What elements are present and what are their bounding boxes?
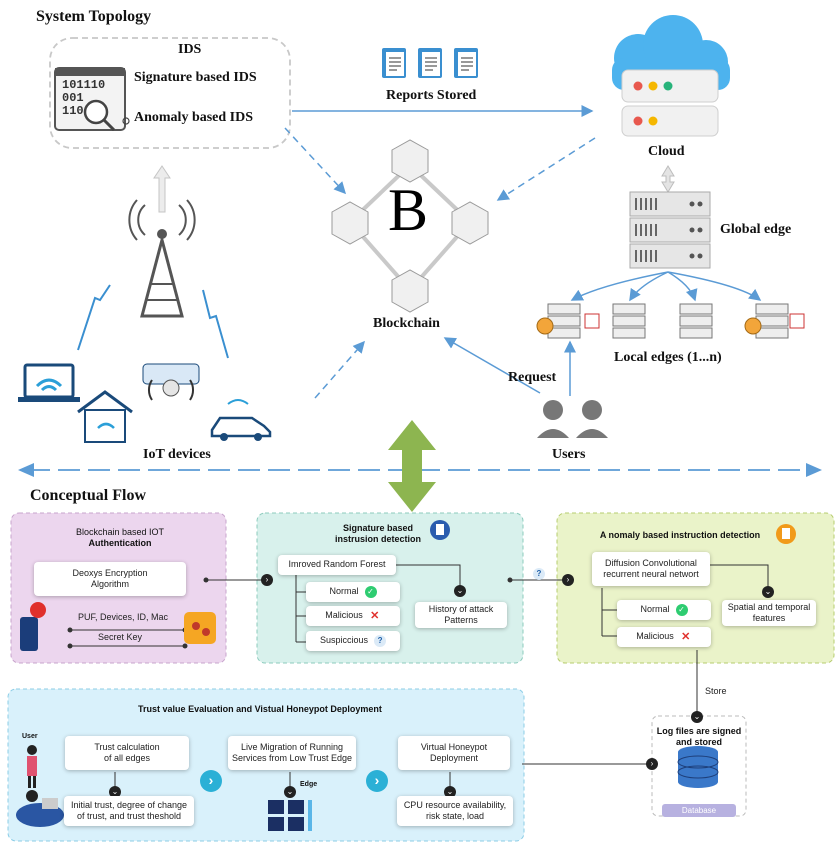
trust-title: Trust value Evaluation and Vistual Honey… xyxy=(138,704,382,714)
binary-line-1: 101110 xyxy=(62,78,106,92)
random-forest-card: Imroved Random Forest xyxy=(278,555,396,575)
edge-label: Edge xyxy=(300,781,318,788)
blockchain-network-icon xyxy=(331,139,489,313)
ids-binary-text: 101110 001 110 xyxy=(62,79,105,118)
user-figure-icon xyxy=(27,745,37,788)
signature-tree-lines xyxy=(295,564,461,643)
edge-server-stack-icon xyxy=(268,800,312,831)
cloud-server-icon xyxy=(612,15,730,137)
signature-normal-card: Normal ✓ xyxy=(306,582,400,602)
honeypot-jar-icons xyxy=(536,313,805,335)
puf-label: PUF, Devices, ID, Mac xyxy=(78,612,169,622)
database-icon xyxy=(662,746,736,817)
users-label: Users xyxy=(552,447,586,462)
cross-icon: ✕ xyxy=(370,610,380,622)
signature-suspicious-label: Suspiccious xyxy=(319,635,369,646)
features-chevron-icon: ⌄ xyxy=(762,586,774,598)
live-migration-card: Live Migration of Running Services from … xyxy=(228,736,356,770)
trust-next-chevron-icon[interactable]: › xyxy=(200,770,222,792)
ids-anomaly-label: Anomaly based IDS xyxy=(134,110,254,125)
system-topology-title: System Topology xyxy=(36,8,152,25)
local-edges-label: Local edges (1...n) xyxy=(614,350,722,365)
initial-trust-card: Initial trust, degree of change of trust… xyxy=(64,796,194,826)
anomaly-title: A nomaly based instruction detection xyxy=(599,530,761,540)
reports-doc-icons xyxy=(382,48,478,78)
iot-to-blockchain-arrow xyxy=(314,340,365,399)
global-edge-label: Global edge xyxy=(720,222,792,237)
ids-monitor-icon xyxy=(54,67,130,132)
anomaly-doc-icon xyxy=(776,524,796,544)
signature-malicious-card: Malicious ✕ xyxy=(306,606,400,626)
separator-right-arrowhead xyxy=(806,463,822,477)
users-icon xyxy=(537,400,608,438)
trust-log-chevron-icon: › xyxy=(646,758,658,770)
store-label: Store xyxy=(705,686,727,696)
users-to-blockchain-arrow xyxy=(443,337,541,394)
laptop-icon xyxy=(18,363,80,402)
request-label: Request xyxy=(508,370,557,385)
binary-line-2: 001 xyxy=(62,91,84,105)
secret-key-label: Secret Key xyxy=(98,632,143,642)
anomaly-malicious-label: Malicious xyxy=(636,631,674,642)
separator-left-arrowhead xyxy=(18,463,34,477)
trust-calc-card: Trust calculation of all edges xyxy=(65,736,189,770)
smoke-sensor-icon xyxy=(142,363,200,401)
question-icon: ? xyxy=(374,635,387,647)
history-card: History of attack Patterns xyxy=(415,602,507,628)
user-label: User xyxy=(22,733,38,740)
cloud-label: Cloud xyxy=(648,144,685,159)
anomaly-normal-card: Normal ✓ xyxy=(617,600,711,620)
smart-home-icon xyxy=(77,390,133,443)
cloud-global-double-arrow xyxy=(661,165,675,193)
honeypot-chevron-icon: ⌄ xyxy=(444,786,456,798)
binary-line-3: 110 xyxy=(62,104,84,118)
auth-title-line1: Blockchain based IOT xyxy=(75,527,165,537)
check-icon: ✓ xyxy=(364,586,377,598)
auth-signature-chevron-icon: › xyxy=(261,574,273,586)
blockchain-letter: B xyxy=(388,177,429,243)
signature-malicious-label: Malicious xyxy=(325,610,363,621)
trust-calc-chevron-icon: ⌄ xyxy=(109,786,121,798)
blockchain-label: Blockchain xyxy=(373,316,440,331)
cloud-to-blockchain-arrow xyxy=(496,137,596,201)
migration-next-chevron-icon[interactable]: › xyxy=(366,770,388,792)
cell-tower-icon xyxy=(77,165,229,359)
user-laptop-icon xyxy=(16,790,64,827)
local-edge-servers xyxy=(547,303,789,339)
check-icon: ✓ xyxy=(675,604,688,616)
topology-flow-double-arrow xyxy=(388,420,436,512)
dcrnn-card: Diffusion Convolutional recurrent neural… xyxy=(592,552,710,586)
store-chevron-icon: ⌄ xyxy=(691,711,703,723)
features-card: Spatial and temporal features xyxy=(722,600,816,626)
global-to-local-arrows xyxy=(570,271,762,302)
conceptual-flow-title: Conceptual Flow xyxy=(30,487,146,504)
ids-title: IDS xyxy=(178,42,202,57)
signature-doc-icon xyxy=(430,520,450,540)
signature-title: Signature based instrusion detection xyxy=(334,523,421,545)
ids-to-blockchain-arrow xyxy=(284,127,347,195)
database-label: Database xyxy=(681,806,717,815)
anomaly-normal-label: Normal xyxy=(640,604,670,615)
signature-normal-label: Normal xyxy=(329,586,359,597)
cpu-card: CPU resource availability, risk state, l… xyxy=(397,796,513,826)
history-chevron-icon: ⌄ xyxy=(454,585,466,597)
deoxys-card: Deoxys Encryption Algorithm xyxy=(34,562,186,596)
flow-question-icon: ? xyxy=(533,568,545,580)
anomaly-malicious-card: Malicious ✕ xyxy=(617,627,711,647)
iot-devices-label: IoT devices xyxy=(143,447,211,462)
auth-title-line2: Authentication xyxy=(88,538,152,548)
honeypot-card: Virtual Honeypot Deployment xyxy=(398,736,510,770)
signature-anomaly-chevron-icon: › xyxy=(562,574,574,586)
anomaly-tree-lines xyxy=(601,564,769,637)
cross-icon: ✕ xyxy=(681,631,691,643)
connected-car-icon xyxy=(210,399,272,441)
global-edge-server-icon xyxy=(629,191,711,269)
migration-chevron-icon: ⌄ xyxy=(284,786,296,798)
ids-signature-label: Signature based IDS xyxy=(134,70,257,85)
auth-device-icons xyxy=(20,602,216,651)
signature-suspicious-card: Suspiccious ? xyxy=(306,631,400,651)
log-title: Log files are signed and stored xyxy=(656,726,742,748)
reports-stored-label: Reports Stored xyxy=(386,88,477,103)
